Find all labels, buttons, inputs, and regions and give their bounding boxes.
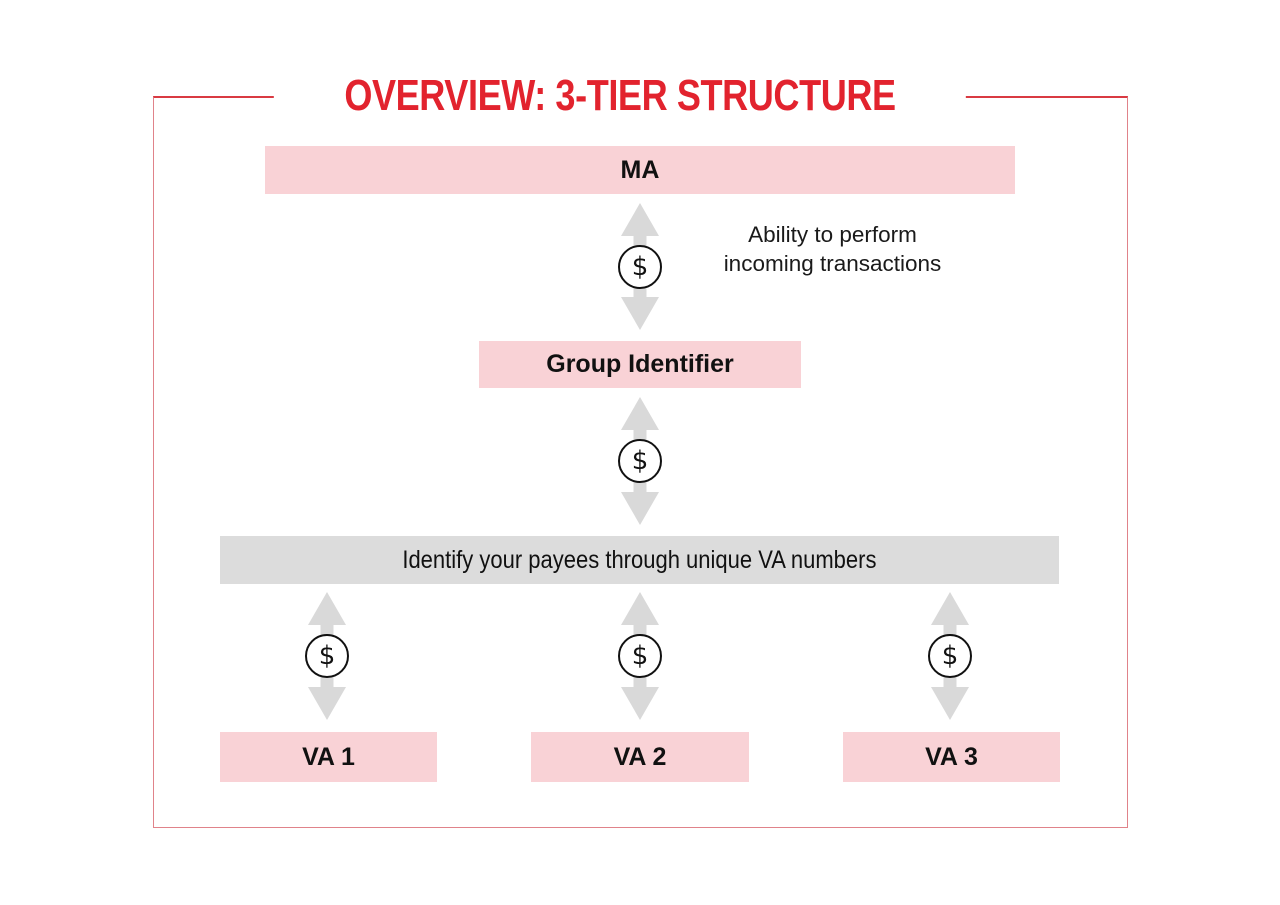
node-ma: MA (265, 146, 1015, 194)
bidirectional-arrow-bar-va3: $ (928, 592, 972, 720)
node-va2: VA 2 (531, 732, 749, 782)
va-numbers-bar: Identify your payees through unique VA n… (220, 536, 1059, 584)
node-va2-label: VA 2 (613, 742, 667, 771)
arrow-up-head (931, 592, 969, 625)
ability-annotation: Ability to perform incoming transactions (680, 220, 985, 278)
bidirectional-arrow-ma-group: $ (618, 203, 662, 330)
dollar-icon: $ (305, 634, 349, 678)
node-va1: VA 1 (220, 732, 437, 782)
dollar-icon: $ (618, 244, 662, 289)
node-va3: VA 3 (843, 732, 1060, 782)
arrow-up-head (308, 592, 346, 625)
dollar-glyph: $ (631, 251, 649, 282)
bidirectional-arrow-bar-va1: $ (305, 592, 349, 720)
dollar-icon: $ (618, 439, 662, 483)
arrow-down-head (621, 297, 659, 330)
arrow-up-head (621, 203, 659, 236)
bidirectional-arrow-bar-va2: $ (618, 592, 662, 720)
va-numbers-bar-label: Identify your payees through unique VA n… (402, 545, 877, 574)
arrow-down-head (308, 687, 346, 720)
node-va3-label: VA 3 (925, 742, 978, 771)
diagram-title-wrap: OVERVIEW: 3-TIER STRUCTURE (273, 71, 967, 131)
arrow-down-head (621, 687, 659, 720)
node-ma-label: MA (620, 155, 660, 184)
arrow-up-head (621, 592, 659, 625)
arrow-down-head (931, 687, 969, 720)
arrow-down-head (621, 492, 659, 525)
dollar-icon: $ (618, 634, 662, 678)
dollar-glyph: $ (631, 446, 649, 476)
node-va1-label: VA 1 (302, 742, 355, 771)
dollar-glyph: $ (941, 641, 959, 671)
ability-annotation-line1: Ability to perform (748, 222, 917, 247)
bidirectional-arrow-group-bar: $ (618, 397, 662, 525)
node-group-identifier: Group Identifier (479, 341, 801, 388)
arrow-up-head (621, 397, 659, 430)
dollar-glyph: $ (318, 641, 336, 671)
dollar-glyph: $ (631, 641, 649, 671)
dollar-icon: $ (928, 634, 972, 678)
ability-annotation-line2: incoming transactions (723, 251, 942, 276)
node-group-identifier-label: Group Identifier (546, 350, 734, 378)
page-title: OVERVIEW: 3-TIER STRUCTURE (344, 71, 896, 120)
